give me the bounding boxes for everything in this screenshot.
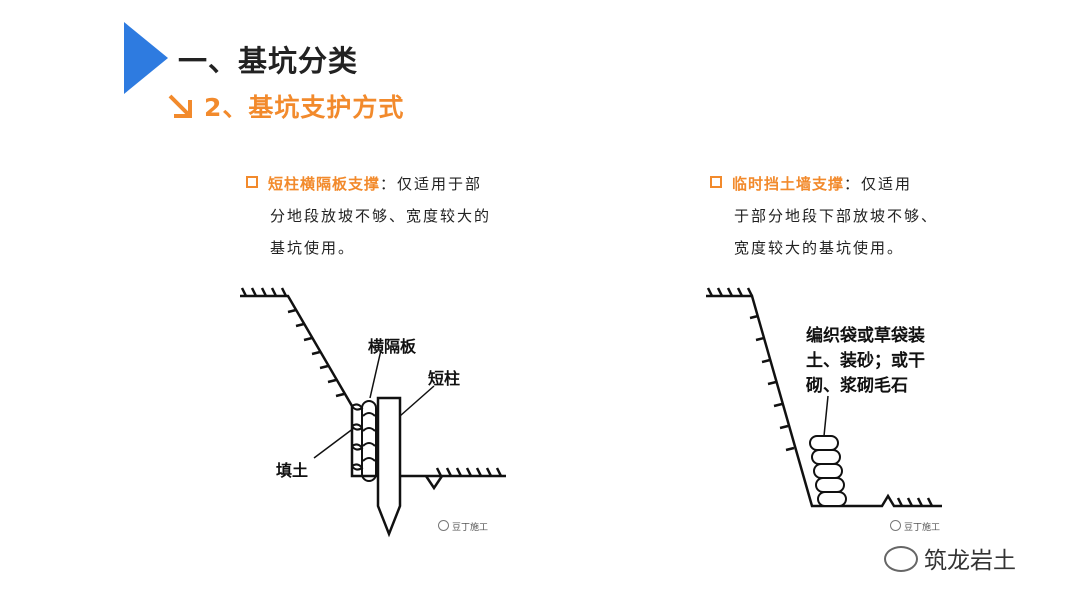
left-watermark: 豆丁施工 [438, 520, 488, 533]
left-line-3: 基坑使用。 [270, 239, 356, 257]
wechat-icon [884, 546, 918, 572]
right-line-1: ：仅适用 [844, 175, 913, 193]
short-post [376, 396, 402, 538]
right-heading: 临时挡土墙支撑 [732, 175, 845, 193]
right-description: 临时挡土墙支撑：仅适用 于部分地段下部放坡不够、 宽度较大的基坑使用。 [710, 168, 1010, 264]
bullet-square-icon [710, 176, 722, 188]
right-watermark: 豆丁施工 [890, 520, 940, 533]
left-heading: 短柱横隔板支撑 [268, 175, 381, 193]
right-slope [706, 287, 942, 508]
page-title: 一、基坑分类 [178, 44, 359, 78]
label-post: 短柱 [428, 369, 460, 388]
right-line-3: 宽度较大的基坑使用。 [734, 239, 905, 257]
label-leaders [313, 349, 435, 459]
label-fill: 填土 [276, 461, 308, 480]
bullet-square-icon [246, 176, 258, 188]
label-line-3: 砌、浆砌毛石 [805, 375, 908, 396]
section-subtitle: 2、基坑支护方式 [204, 93, 405, 122]
brand-watermark: 筑龙岩土 [884, 541, 1016, 575]
watermark-icon [890, 520, 901, 531]
label-line-1: 编织袋或草袋装 [806, 325, 925, 346]
right-diagram: 编织袋或草袋装 土、装砂；或干 砌、浆砌毛石 [706, 287, 942, 508]
label-board: 横隔板 [368, 337, 417, 356]
sandbag-wall [809, 435, 847, 507]
label-line-2: 土、装砂；或干 [806, 350, 925, 371]
cross-board [361, 400, 377, 482]
fill-soil [351, 403, 364, 471]
right-line-2: 于部分地段下部放坡不够、 [734, 207, 939, 225]
brand-text: 筑龙岩土 [924, 548, 1016, 574]
label-leader [823, 395, 829, 437]
title-triangle-icon [124, 22, 168, 94]
left-line-2: 分地段放坡不够、宽度较大的 [270, 207, 492, 225]
left-description: 短柱横隔板支撑：仅适用于部 分地段放坡不够、宽度较大的 基坑使用。 [246, 168, 546, 264]
arrow-down-right-icon [168, 94, 192, 118]
watermark-icon [438, 520, 449, 531]
left-diagram: 横隔板 短柱 填土 [240, 287, 506, 538]
left-line-1: ：仅适用于部 [380, 175, 483, 193]
